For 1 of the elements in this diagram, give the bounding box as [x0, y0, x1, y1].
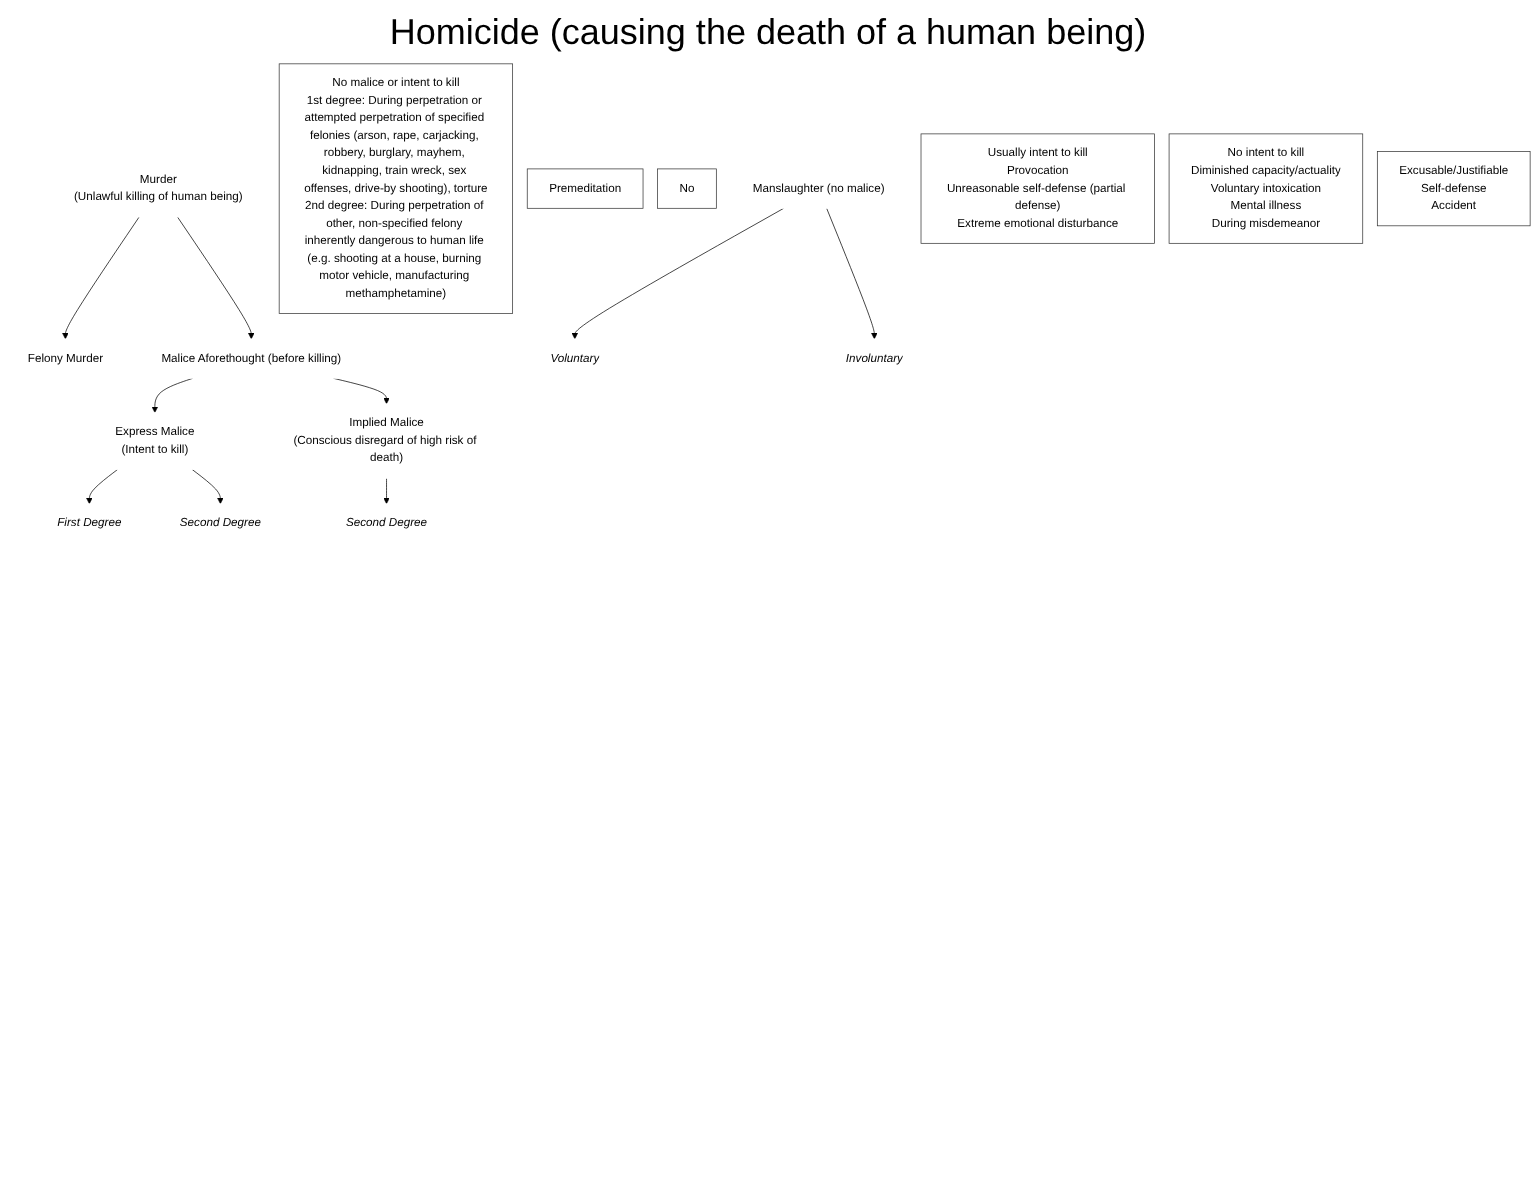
diagram-title: Homicide (causing the death of a human being): [387, 12, 1149, 54]
